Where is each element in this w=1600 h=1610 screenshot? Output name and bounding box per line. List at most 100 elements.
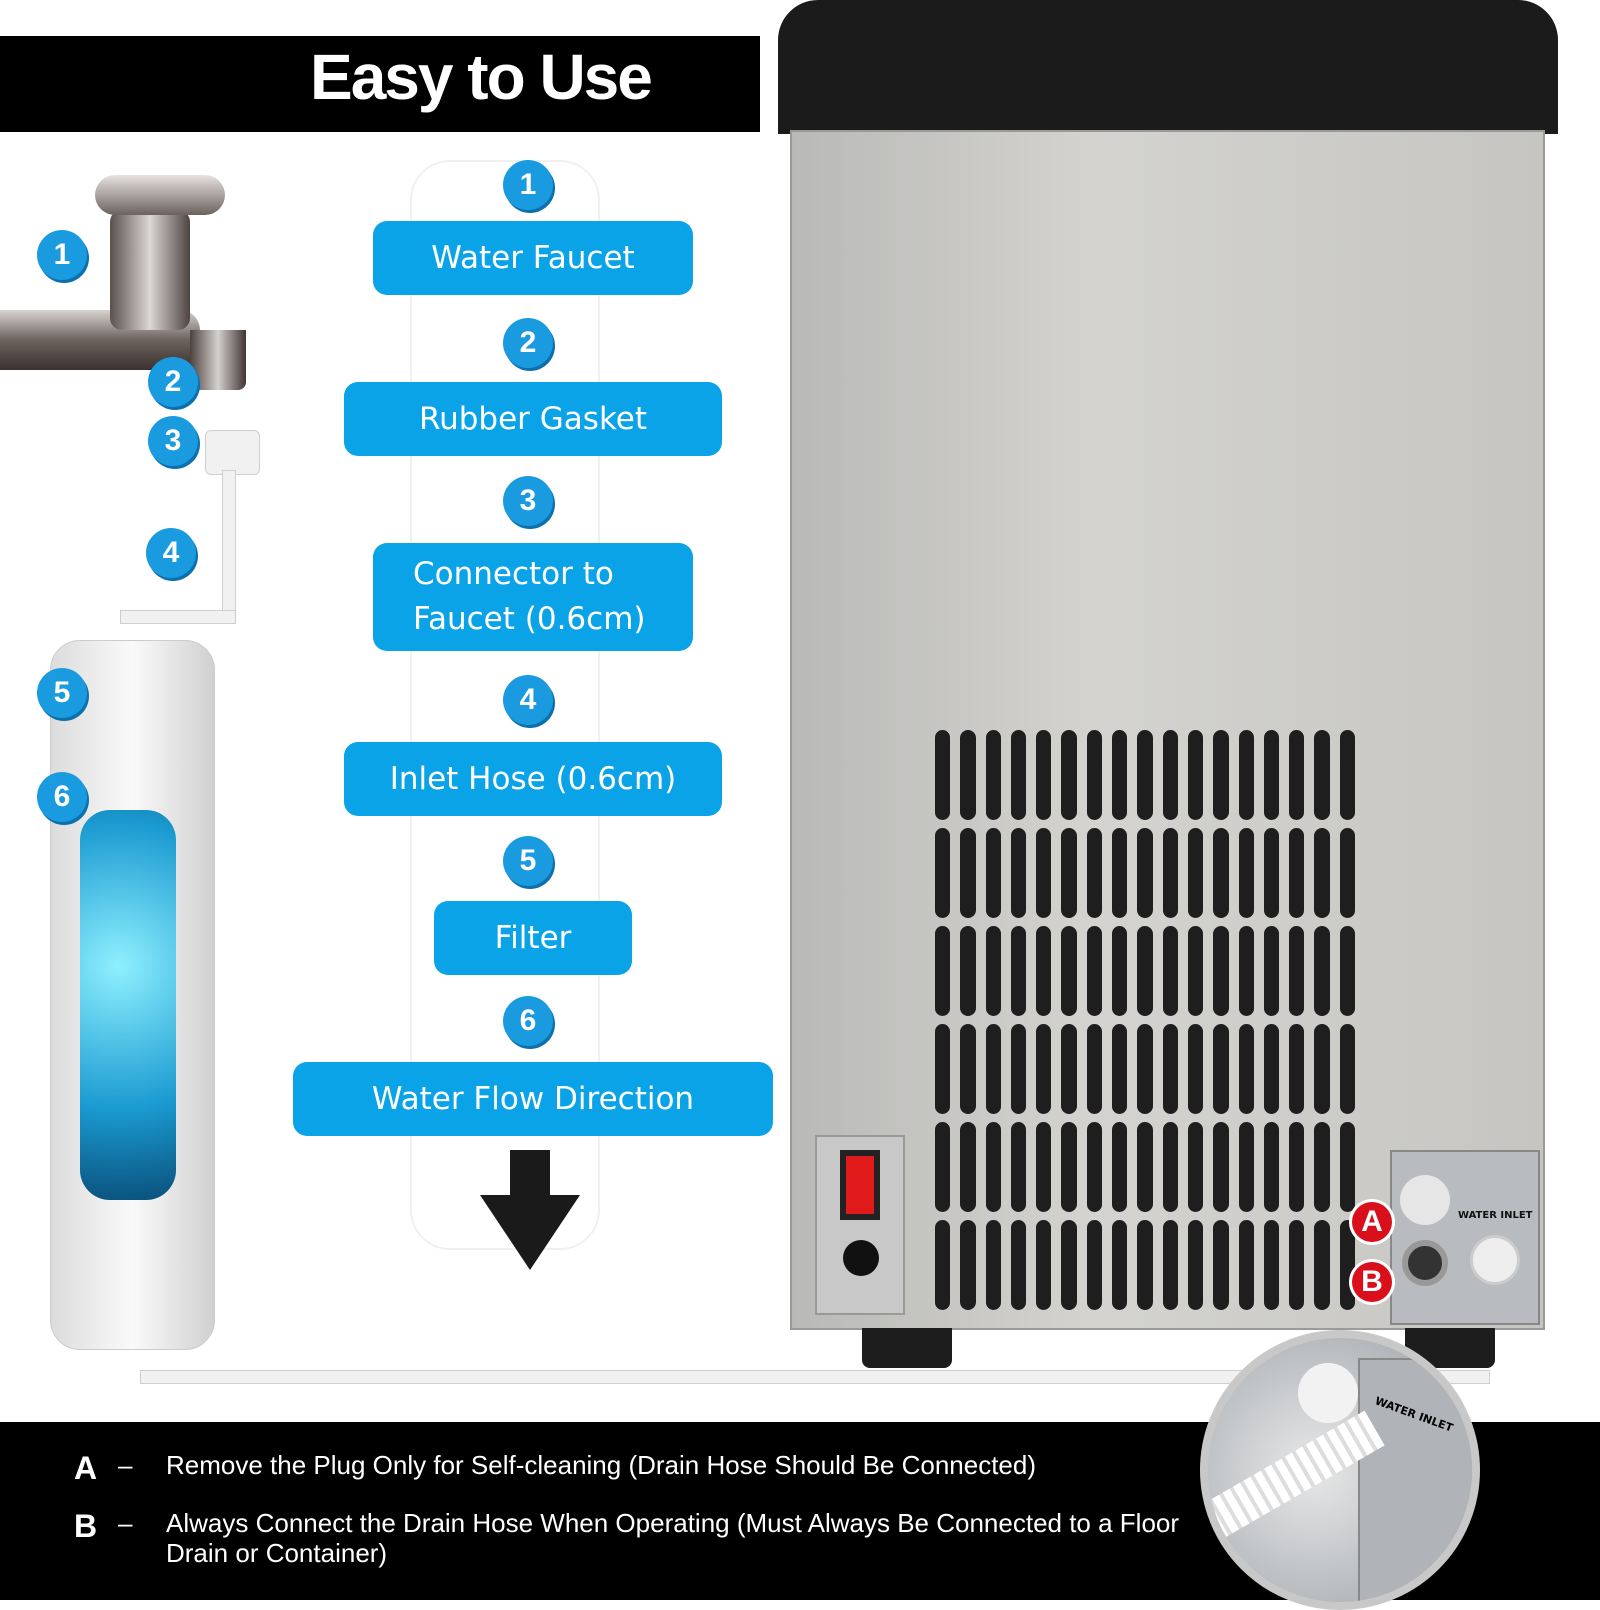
filter-badge: 5 [37, 668, 87, 718]
vent-slot [1263, 730, 1280, 820]
step-label-water-flow: Water Flow Direction [293, 1062, 773, 1136]
filter-media [80, 810, 176, 1200]
vent-slot [1289, 828, 1305, 918]
vent-slot [1086, 730, 1103, 820]
vent-slot [1213, 828, 1229, 918]
vent-slot [1112, 1220, 1128, 1310]
vent-slot [1187, 926, 1204, 1016]
vent-slot [1010, 926, 1027, 1016]
vent-slot [1010, 1122, 1027, 1212]
gasket-badge: 2 [148, 357, 198, 407]
note-key: B [74, 1508, 98, 1544]
vent-grille [935, 730, 1355, 1310]
step-badge: 4 [503, 675, 553, 725]
vent-slot [1061, 730, 1077, 820]
vent-slot [1314, 730, 1330, 820]
vent-slot [1238, 1024, 1254, 1114]
vent-slot [1187, 1024, 1204, 1114]
vent-slot [1162, 1122, 1178, 1212]
step-badge: 5 [503, 836, 553, 886]
vent-slot [985, 828, 1001, 918]
vent-slot [985, 926, 1001, 1016]
vent-slot [1061, 1122, 1077, 1212]
inset-drain-hose [1208, 1410, 1385, 1546]
vent-slot [1112, 828, 1128, 918]
vent-slot [935, 1220, 951, 1310]
vent-slot [935, 828, 951, 918]
inlet-hose [120, 610, 236, 624]
faucet-spout [190, 330, 246, 390]
vent-slot [960, 1220, 976, 1310]
vent-slot [1010, 730, 1027, 820]
vent-slot [935, 1024, 951, 1114]
water-inlet-label: WATER INLET [1458, 1210, 1533, 1221]
vent-slot [1010, 1024, 1027, 1114]
vent-slot [985, 1122, 1001, 1212]
vent-slot [960, 828, 976, 918]
vent-slot [1187, 828, 1204, 918]
title-bar [0, 36, 760, 132]
vent-slot [1263, 1220, 1280, 1310]
vent-slot [1238, 1220, 1254, 1310]
vent-slot [1314, 828, 1330, 918]
vent-slot [1010, 828, 1027, 918]
drain-plug [1400, 1175, 1450, 1225]
vent-slot [985, 730, 1001, 820]
vent-slot [1238, 828, 1254, 918]
inset-plate [1358, 1358, 1472, 1602]
hose-badge: 4 [146, 528, 196, 578]
vent-slot [1036, 730, 1052, 820]
vent-slot [1314, 926, 1330, 1016]
vent-slot [1289, 730, 1305, 820]
note-a: A – Remove the Plug Only for Self-cleani… [74, 1450, 1194, 1490]
vent-slot [1010, 1220, 1027, 1310]
vent-slot [1086, 828, 1103, 918]
note-b: B – Always Connect the Drain Hose When O… [74, 1508, 1194, 1578]
vent-slot [1314, 1220, 1330, 1310]
step-label-rubber-gasket: Rubber Gasket [344, 382, 722, 456]
vent-slot [1238, 926, 1254, 1016]
inlet-closeup-inset: WATER INLET [1200, 1330, 1480, 1610]
vent-slot [1339, 1122, 1355, 1212]
step-label-inlet-hose: Inlet Hose (0.6cm) [344, 742, 722, 816]
vent-slot [1238, 730, 1254, 820]
vent-slot [1061, 828, 1077, 918]
vent-slot [1213, 1220, 1229, 1310]
vent-slot [1213, 730, 1229, 820]
flow-badge: 6 [37, 772, 87, 822]
vent-slot [1086, 926, 1103, 1016]
drain-port [1402, 1240, 1448, 1286]
vent-slot [1137, 1220, 1153, 1310]
faucet-connector [205, 430, 260, 475]
power-switch [840, 1150, 880, 1220]
vent-slot [935, 926, 951, 1016]
vent-slot [1263, 926, 1280, 1016]
vent-slot [960, 1122, 976, 1212]
vent-slot [1036, 828, 1052, 918]
step-label-connector: Connector to Faucet (0.6cm) [373, 543, 693, 651]
faucet-badge: 1 [37, 230, 87, 280]
vent-slot [1263, 828, 1280, 918]
vent-slot [1187, 1220, 1204, 1310]
vent-slot [1289, 926, 1305, 1016]
water-inlet-port [1470, 1235, 1520, 1285]
ice-maker-top [778, 0, 1558, 134]
vent-slot [1289, 1024, 1305, 1114]
vent-slot [1036, 926, 1052, 1016]
vent-slot [1162, 828, 1178, 918]
vent-slot [985, 1024, 1001, 1114]
vent-slot [935, 1122, 951, 1212]
note-dash: – [118, 1450, 133, 1480]
vent-slot [1112, 1024, 1128, 1114]
vent-slot [1213, 926, 1229, 1016]
vent-slot [1137, 1024, 1153, 1114]
vent-slot [1339, 1024, 1355, 1114]
vent-slot [935, 730, 951, 820]
vent-slot [1162, 730, 1178, 820]
vent-slot [1314, 1024, 1330, 1114]
vent-slot [985, 1220, 1001, 1310]
step-label-water-faucet: Water Faucet [373, 221, 693, 295]
vent-slot [1086, 1024, 1103, 1114]
note-key: A [74, 1450, 98, 1486]
vent-slot [1061, 926, 1077, 1016]
